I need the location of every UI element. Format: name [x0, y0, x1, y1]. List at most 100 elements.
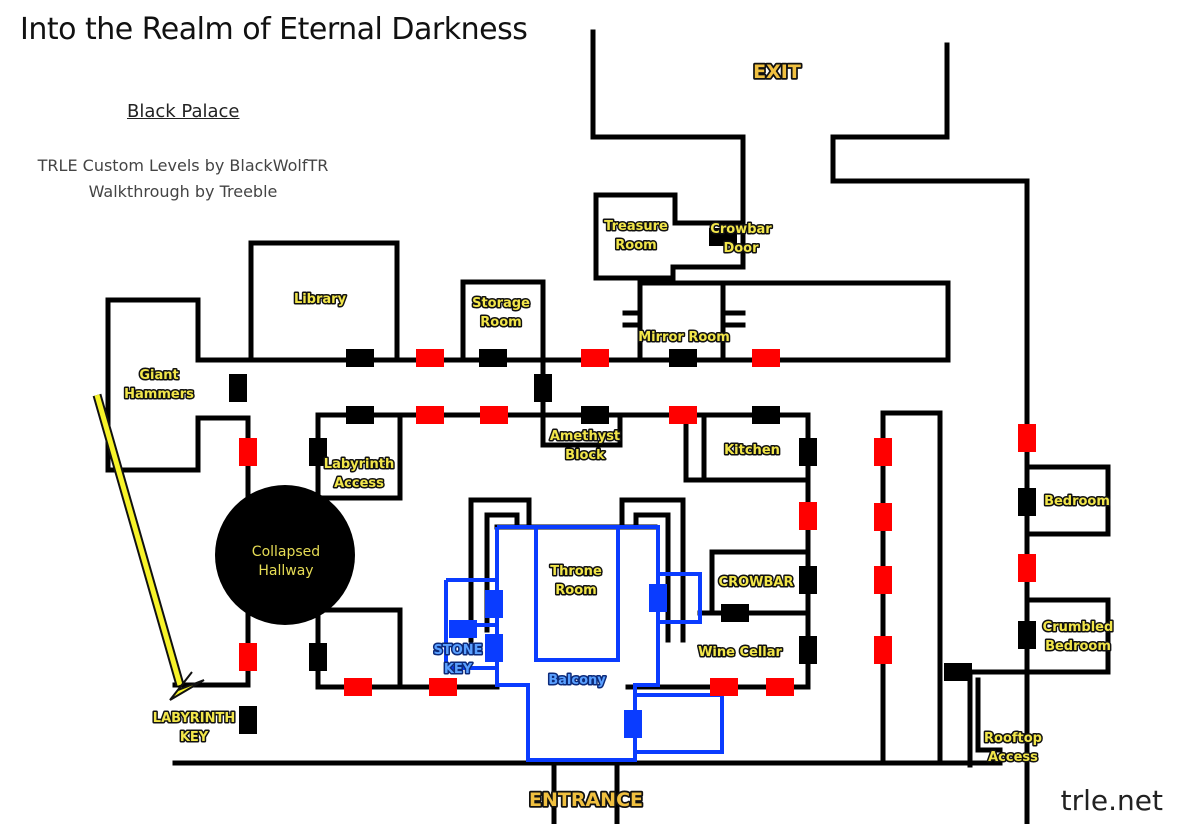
room-label-crowbar: CROWBAR [719, 575, 794, 590]
wall-segment [540, 412, 623, 448]
wall-segment [593, 192, 746, 281]
room-label-amethyst-block: Block [565, 448, 605, 463]
red-door-block [874, 438, 892, 466]
red-door-block [1018, 424, 1036, 452]
room-label-collapsed-hallway: Collapsed [252, 544, 320, 560]
black-door-block [1018, 621, 1036, 649]
black-door-block [669, 349, 697, 367]
wall-segment [248, 240, 400, 363]
black-door-block [229, 374, 247, 402]
red-door-block [874, 636, 892, 664]
wall-segment [315, 607, 403, 690]
black-door-block [346, 406, 374, 424]
black-door-block [1018, 488, 1036, 516]
wall-segment [105, 297, 951, 363]
map-title: Into the Realm of Eternal Darkness [20, 12, 528, 47]
room-label-storage-room: Storage [472, 296, 530, 311]
red-door-block [874, 503, 892, 531]
room-label-crowbar-door: Door [723, 241, 759, 256]
room-label-mirror-room: Mirror Room [638, 330, 730, 345]
red-door-block [416, 406, 444, 424]
room-label-library: Library [294, 292, 347, 307]
black-door-block [479, 349, 507, 367]
room-label-crumbled-bedroom: Crumbled [1043, 620, 1114, 635]
room-label-labyrinth-key: KEY [180, 730, 209, 745]
black-door-block [346, 349, 374, 367]
room-label-amethyst-block: Amethyst [550, 429, 620, 444]
wall-segment [975, 677, 1003, 753]
balcony-outline [495, 525, 660, 762]
wall-segment [468, 497, 532, 643]
wall-segment [637, 280, 726, 363]
room-label-bedroom: Bedroom [1044, 494, 1110, 509]
room-label-rooftop-access: Rooftop [984, 731, 1042, 746]
blue-door-block [485, 590, 503, 618]
room-label-giant-hammers: Giant [139, 368, 178, 383]
room-label-giant-hammers: Hammers [124, 387, 194, 402]
red-door-block [874, 566, 892, 594]
black-door-block [309, 438, 327, 466]
blue-door-block [624, 710, 642, 738]
wall-segment [619, 497, 686, 643]
black-door-block [709, 228, 737, 246]
red-door-block [669, 406, 697, 424]
red-door-block [799, 502, 817, 530]
blue-door-block [649, 584, 667, 612]
room-label-rooftop-access: Access [988, 750, 1038, 765]
black-door-block [752, 406, 780, 424]
wall-segment [1024, 464, 1111, 537]
room-label-kitchen: Kitchen [724, 443, 780, 458]
credit-levels: TRLE Custom Levels by BlackWolfTR [37, 156, 329, 175]
room-label-throne-room: Throne [550, 564, 602, 579]
wall-segment [590, 29, 951, 363]
red-door-block [581, 349, 609, 367]
balcony-outline [444, 580, 497, 670]
wall-segment [460, 279, 546, 363]
room-label-stone-key: KEY [444, 662, 473, 677]
blue-door-block [449, 620, 477, 638]
red-door-block [416, 349, 444, 367]
red-door-block [1018, 554, 1036, 582]
balcony-outline [658, 572, 702, 624]
black-door-block [944, 663, 972, 681]
wall-segment [484, 512, 520, 633]
arrow-to-labyrinth-key [92, 393, 205, 701]
wall-segment [830, 42, 1030, 824]
room-label-crumbled-bedroom: Bedroom [1045, 639, 1111, 654]
wall-segment [1024, 597, 1111, 675]
black-door-block [799, 566, 817, 594]
doors-layer [229, 228, 1036, 738]
black-door-block [239, 706, 257, 734]
red-door-block [752, 349, 780, 367]
black-door-block [799, 636, 817, 664]
room-label-storage-room: Room [480, 315, 521, 330]
room-label-collapsed-hallway: Hallway [258, 563, 313, 579]
arrow-shaft [94, 394, 183, 686]
credit-walkthrough: Walkthrough by Treeble [88, 182, 278, 201]
red-door-block [344, 678, 372, 696]
collapsed-hallway-pit [215, 485, 355, 625]
wall-segment [633, 512, 671, 643]
walls-layer [105, 29, 1111, 824]
room-label-wine-cellar: Wine Cellar [698, 645, 782, 660]
red-door-block [480, 406, 508, 424]
room-label-labyrinth-access: Access [334, 476, 384, 491]
black-door-block [534, 374, 552, 402]
room-label-labyrinth-key: LABYRINTH [153, 711, 235, 726]
red-door-block [429, 678, 457, 696]
black-door-block [309, 643, 327, 671]
red-door-block [239, 438, 257, 466]
red-door-block [239, 643, 257, 671]
balcony-outline [635, 693, 724, 754]
room-label-crowbar-door: Crowbar [710, 222, 772, 237]
room-label-labyrinth-access: Labyrinth [324, 457, 394, 472]
wall-segment [315, 412, 403, 501]
blue-door-block [485, 634, 503, 662]
arrow-head [169, 671, 205, 701]
wall-segment [683, 412, 811, 483]
watermark: trle.net [1060, 784, 1163, 817]
room-label-stone-key: STONE [433, 643, 482, 658]
black-door-block [581, 406, 609, 424]
balcony-layer [444, 525, 724, 762]
